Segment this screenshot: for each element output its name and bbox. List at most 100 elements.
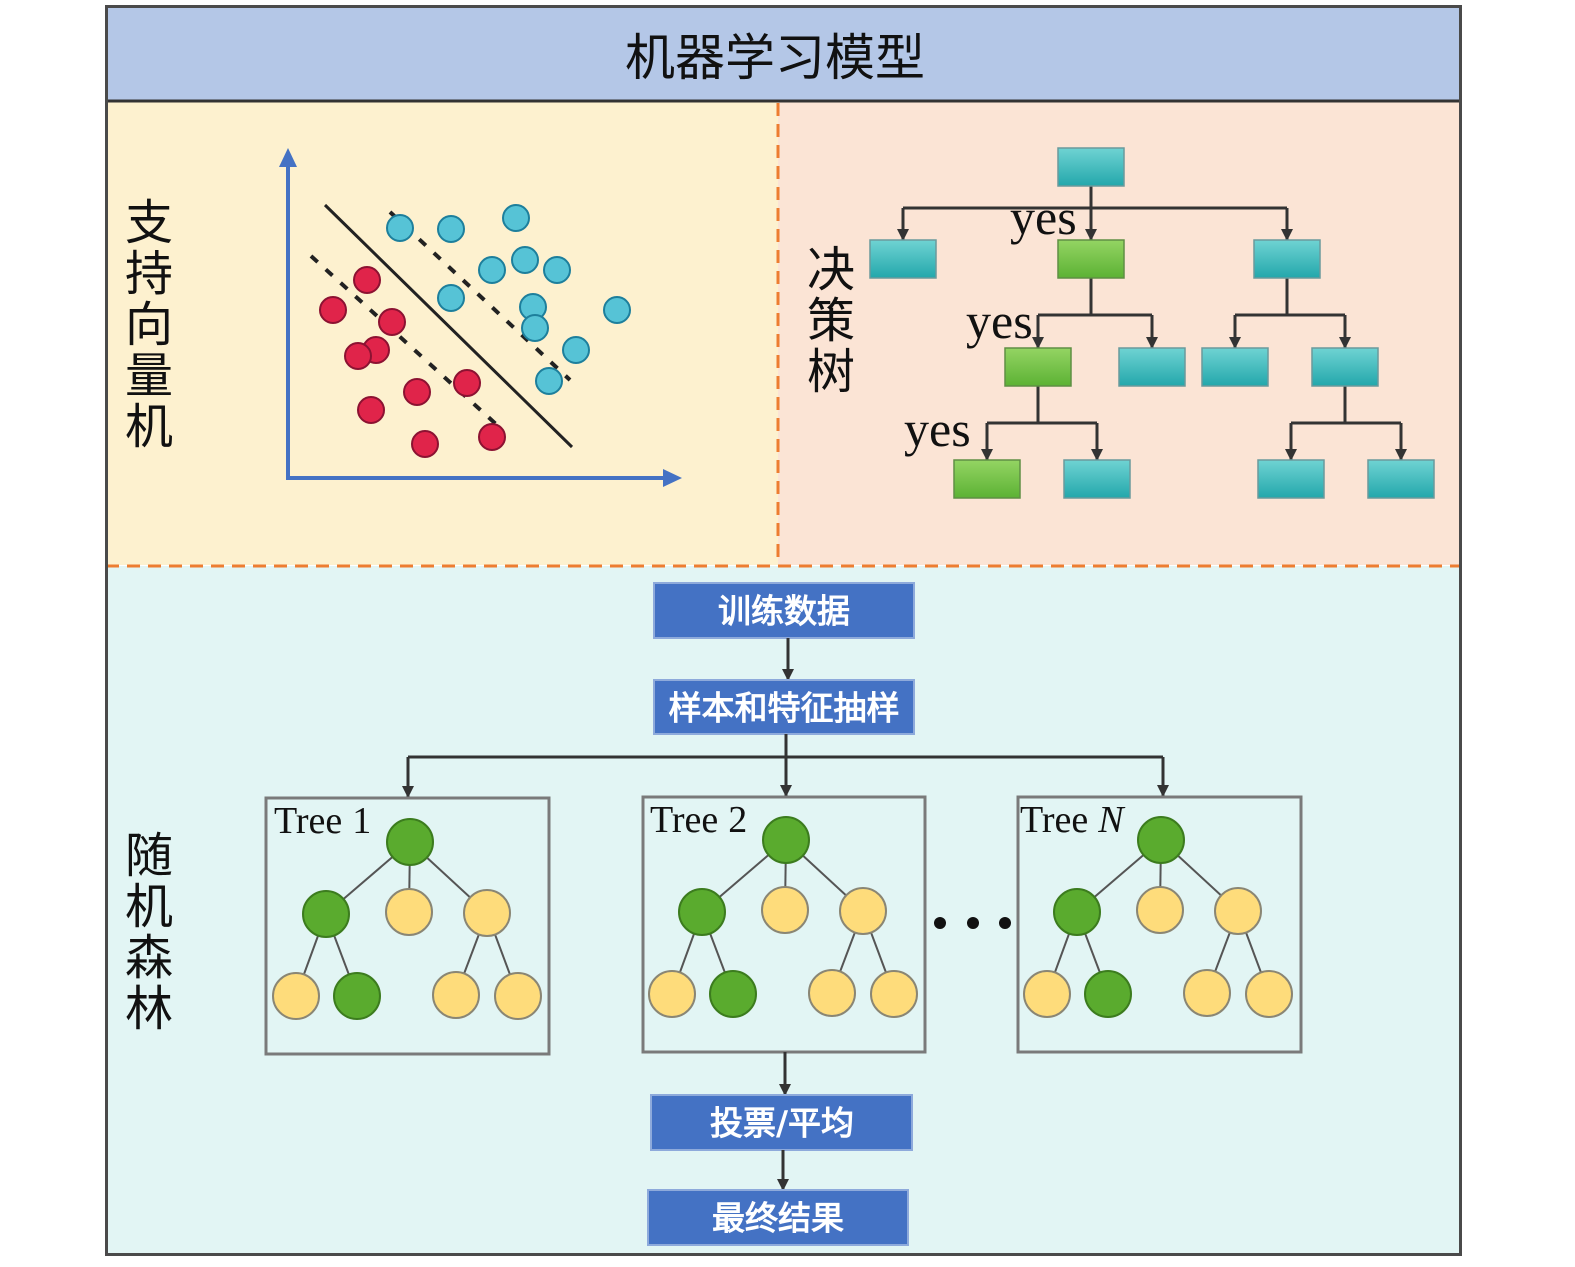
diagram-title: 机器学习模型 xyxy=(625,30,925,86)
tree-node-green xyxy=(1084,970,1132,1018)
dt-node-root xyxy=(1057,147,1125,187)
tree-node-yellow xyxy=(1023,970,1071,1018)
tree-node-green xyxy=(762,816,810,864)
svm-point-cyan xyxy=(603,296,631,324)
step-training-data-label: 训练数据 xyxy=(718,592,850,631)
svm-point-cyan xyxy=(543,256,571,284)
header-band xyxy=(106,6,1461,101)
svm-point-red xyxy=(344,342,372,370)
dt-branch-label: yes xyxy=(1010,189,1077,245)
step-aggregate xyxy=(650,1094,913,1151)
tree-node-green xyxy=(302,890,350,938)
tree-node-green xyxy=(709,970,757,1018)
dt-connector xyxy=(1038,278,1152,317)
outer-frame xyxy=(105,5,1462,1256)
dt-node-green xyxy=(1057,239,1125,279)
tree-node-green xyxy=(678,888,726,936)
tree-label-word: Tree xyxy=(650,799,718,841)
tree-node-yellow xyxy=(272,972,320,1020)
dt-branch-label: yes xyxy=(966,293,1033,349)
ellipsis-dot xyxy=(967,917,979,929)
tree-node-yellow xyxy=(494,972,542,1020)
dt-node-teal xyxy=(1311,347,1379,387)
svm-x-axis-arrow xyxy=(663,469,682,487)
svm-point-red xyxy=(353,266,381,294)
tree-label-word: Tree xyxy=(274,800,342,842)
dt-node-green xyxy=(953,459,1021,499)
svm-point-red xyxy=(378,308,406,336)
tree-label-word: Tree xyxy=(1020,799,1088,841)
svm-point-cyan xyxy=(437,215,465,243)
dt-node-green xyxy=(1004,347,1072,387)
svm-lower-margin xyxy=(309,254,499,427)
tree-node-yellow xyxy=(463,889,511,937)
step-aggregate-label: 投票/平均 xyxy=(710,1104,854,1143)
step-sampling-label: 样本和特征抽样 xyxy=(669,689,900,728)
svm-decision-boundary xyxy=(323,203,574,449)
step-training-data xyxy=(653,582,915,639)
dt-node-teal xyxy=(1201,347,1269,387)
dt-node-teal xyxy=(1118,347,1186,387)
svm-y-axis-arrow xyxy=(279,148,297,167)
tree-label-index: N xyxy=(1097,799,1126,841)
tree-node-yellow xyxy=(1183,969,1231,1017)
svm-point-red xyxy=(403,378,431,406)
dt-node-teal xyxy=(869,239,937,279)
svm-point-red xyxy=(319,296,347,324)
svm-panel xyxy=(106,102,778,565)
svm-point-cyan xyxy=(502,204,530,232)
tree-node-yellow xyxy=(870,970,918,1018)
random-forest-label: 随机森林 xyxy=(117,830,170,1034)
dt-node-teal xyxy=(1063,459,1131,499)
tree-frame xyxy=(1016,795,1303,1054)
svm-point-cyan xyxy=(521,314,549,342)
decision-tree-diagram: yes yes yes xyxy=(869,147,1435,499)
tree-label-index: 2 xyxy=(728,799,747,841)
tree-frame xyxy=(264,796,551,1056)
dt-connector xyxy=(1235,278,1345,317)
svm-point-cyan xyxy=(562,336,590,364)
tree-node-yellow xyxy=(761,886,809,934)
tree-node-yellow xyxy=(1245,970,1293,1018)
tree-node-green xyxy=(1053,888,1101,936)
ellipsis-dot xyxy=(934,917,946,929)
svm-point-cyan xyxy=(535,367,563,395)
svm-point-cyan xyxy=(478,256,506,284)
tree-node-yellow xyxy=(1136,886,1184,934)
tree-node-yellow xyxy=(839,887,887,935)
dt-node-teal xyxy=(1367,459,1435,499)
tree-node-yellow xyxy=(648,970,696,1018)
dt-node-teal xyxy=(1257,459,1325,499)
ellipsis-dot xyxy=(999,917,1011,929)
dt-branch-label: yes xyxy=(904,401,971,457)
tree-node-green xyxy=(1137,816,1185,864)
tree-node-yellow xyxy=(808,969,856,1017)
svm-points xyxy=(319,204,631,458)
dt-node-teal xyxy=(1253,239,1321,279)
svm-point-red xyxy=(357,396,385,424)
svm-point-cyan xyxy=(511,246,539,274)
svm-upper-margin xyxy=(388,210,572,382)
tree-node-yellow xyxy=(432,971,480,1019)
svm-point-red xyxy=(453,369,481,397)
tree-node-green xyxy=(333,972,381,1020)
svm-point-cyan xyxy=(437,284,465,312)
dt-connector xyxy=(987,386,1097,425)
svm-point-red xyxy=(411,430,439,458)
step-sampling xyxy=(653,679,915,735)
step-result xyxy=(647,1189,909,1246)
svm-label: 支持向量机 xyxy=(117,197,170,452)
svm-point-cyan xyxy=(386,214,414,242)
tree-label-index: 1 xyxy=(352,800,371,842)
tree-node-green xyxy=(386,818,434,866)
decision-tree-label: 决策树 xyxy=(799,244,852,397)
